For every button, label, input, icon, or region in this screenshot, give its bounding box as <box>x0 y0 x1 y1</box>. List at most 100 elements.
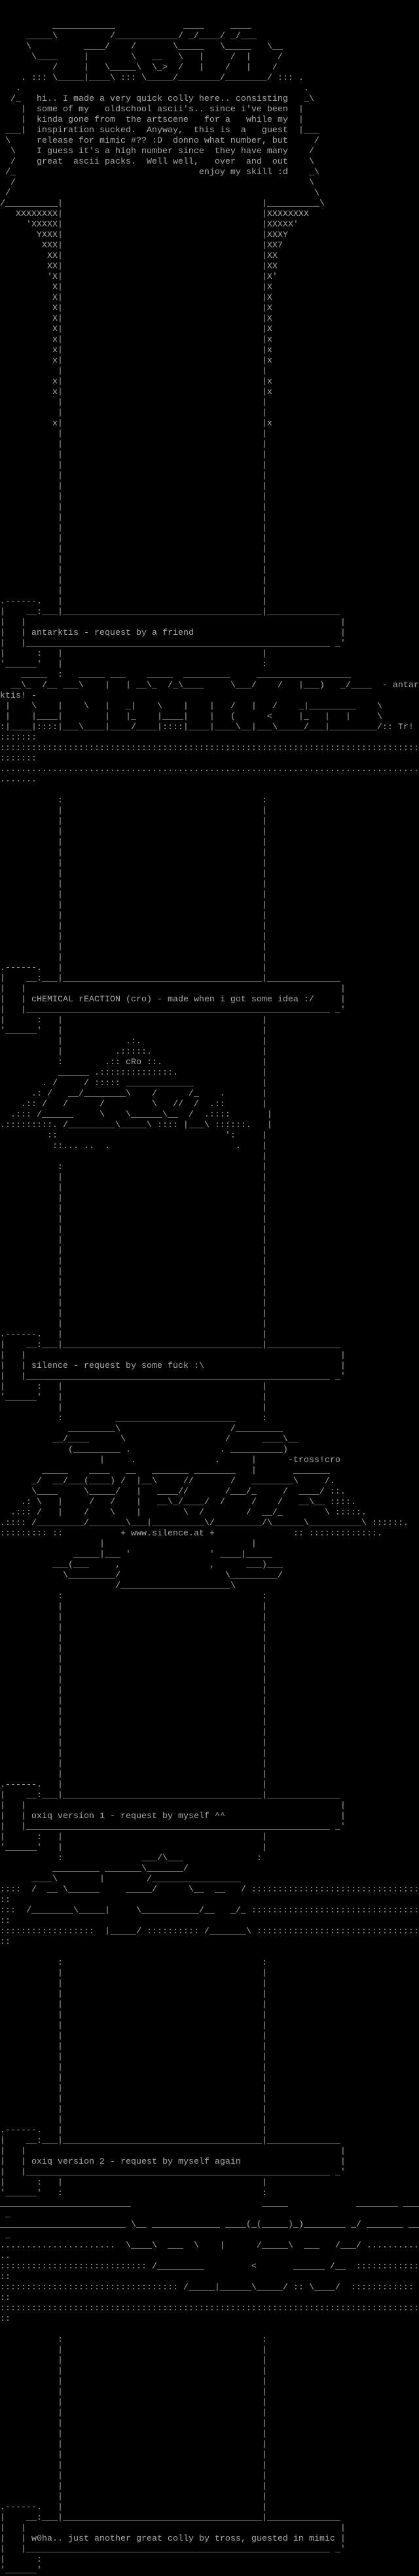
pillar-line: | | <box>0 1319 267 1329</box>
caption-frame-left: | | <box>0 2157 31 2167</box>
ascii-line: x| |x <box>0 356 272 366</box>
pillar-line: | | <box>0 586 267 596</box>
pillar-line: | | <box>0 1267 267 1277</box>
entry-box-top: .------. | || __:___|___________________… <box>0 2126 419 2157</box>
ascii-line: ____________ ____ ____ <box>0 21 251 31</box>
pillar-line: | | <box>0 1644 267 1654</box>
entry-caption-row: | | w0ha.. just another great colly by t… <box>0 2534 419 2545</box>
ascii-line: \ I guess it's a high number since they … <box>0 147 314 156</box>
ascii-line: x| |x <box>0 346 272 355</box>
ascii-line: | | <box>0 408 267 418</box>
pillar-line: | | <box>0 838 267 848</box>
ascii-line: | |_____________________________________… <box>0 1005 346 1015</box>
pillar-line: | | <box>0 1236 267 1245</box>
ascii-line: / | \_____\ \_> / | / | / <box>0 63 278 73</box>
entry-box-top: .------. | || __:___|___________________… <box>0 1780 419 1812</box>
ascii-line: .------. | | <box>0 1330 267 1340</box>
ascii-line: /__________| |__________\ <box>0 199 325 209</box>
entry-caption-line: | | oxiq version 1 - request by myself ^… <box>0 1812 419 1822</box>
ascii-line: :|____|::::|___\____|____/____|::::|____… <box>0 723 414 732</box>
pillar-line: | | <box>0 2042 267 2052</box>
ascii-line: | .:::::. | <box>0 1047 267 1057</box>
pillar-line: | | <box>0 2482 267 2492</box>
pillar-line: | | <box>0 1759 267 1769</box>
ascii-line: : : <box>0 1958 267 1968</box>
ascii-line: | <box>0 1152 267 1162</box>
entry-box-top: .------. | || __:___|___________________… <box>0 2503 419 2534</box>
ascii-line: | .:. | <box>0 1037 267 1046</box>
ascii-line: _________ _______\_______/ <box>0 1864 189 1874</box>
ascii-line: .: / __/________\ / /_ . | <box>0 1089 267 1099</box>
pillar-line: | | <box>0 1288 267 1298</box>
ascii-line: ........................................… <box>0 764 419 774</box>
ascii-line: | : | | <box>0 2178 267 2188</box>
ascii-line: .------. | | <box>0 963 267 973</box>
pillar-line: | | <box>0 932 267 942</box>
ascii-line: 'XXXXX| |XXXXX' <box>0 220 299 230</box>
pillar-line: | | <box>0 1749 267 1759</box>
intro-text: /_ hi.. I made a very quick colly here..… <box>0 94 419 209</box>
ascii-line: : _______________________ : <box>0 1414 267 1423</box>
pillar-line: | | <box>0 2440 267 2450</box>
pillar-line: | | <box>0 2471 267 2481</box>
ascii-line: ....... <box>0 775 37 785</box>
ascii-line: | __:___|_______________________________… <box>0 2136 340 2146</box>
pillar-line: | | <box>0 2031 267 2041</box>
pillar-line: | | <box>0 2398 267 2408</box>
ascii-line: x| |x <box>0 419 272 429</box>
ascii-line: :: <box>0 2272 10 2282</box>
pillar-line: | | <box>0 1717 267 1727</box>
pillar-line: | | <box>0 2052 267 2062</box>
pillar-line: | | <box>0 880 267 889</box>
pillar-line: | | <box>0 2492 267 2502</box>
entry-caption-line: | | cHEMICAL rEACTION (cro) - made when … <box>0 995 419 1005</box>
pillar-line: | | <box>0 2094 267 2104</box>
ascii-line: .::: / | / \ | \ / / __/_ \ :::::. <box>0 1508 367 1518</box>
ascii-line: .------. | | <box>0 597 267 607</box>
pillar-line: | | <box>0 565 267 575</box>
ascii-line: \ ____/ / \_____ \_____ \__ <box>0 42 283 52</box>
pillar-line: | | <box>0 859 267 868</box>
ascii-line: ______ .::::::::::::::. | <box>0 1068 267 1078</box>
entry-box-top: .------. | || __:___|___________________… <box>0 1330 419 1361</box>
pillar-line: | | <box>0 1969 267 1978</box>
pillar-line: | | <box>0 513 267 523</box>
caption-frame-right: | <box>340 628 346 638</box>
ascii-line <box>0 785 419 796</box>
ascii-line: /_ enjoy my skill :d _\ <box>0 168 319 177</box>
entry-caption-line: | | antarktis - request by a friend| <box>0 628 419 639</box>
ascii-line: :::: / __ \______ _____/ \__ __ / ::::::… <box>0 1885 419 1895</box>
pillar-line: | | <box>0 1173 267 1183</box>
entry-box-bottom: | |_____________________________________… <box>0 1822 419 1853</box>
pillar-line: | | <box>0 2450 267 2460</box>
ascii-line: | : | | <box>0 649 267 659</box>
ascii-line <box>0 1948 419 1958</box>
pillar-line: | | <box>0 2408 267 2418</box>
pillar-line: | | <box>0 1309 267 1319</box>
pillar-line: | | <box>0 1613 267 1622</box>
pillar-line: | | <box>0 2419 267 2429</box>
pillar-line: | | <box>0 1979 267 1989</box>
ascii-line: \____ | \ __ \ | / | / <box>0 52 283 62</box>
ascii-line: :: <box>0 1916 10 1926</box>
pillar-line: | | <box>0 1770 267 1780</box>
ascii-line: _________\ /_________ <box>0 1424 283 1434</box>
ascii-line: 'X| |X' <box>0 272 278 282</box>
ascii-line: : : <box>0 1592 267 1601</box>
pillar-line: | | <box>0 1183 267 1193</box>
ascii-line: | : | | <box>0 1016 267 1026</box>
ascii-line: | | | <box>0 984 346 994</box>
ascii-line: . ::: \_____|____\ ::: \_____/________/_… <box>0 73 304 83</box>
caption-frame-right: | <box>340 995 346 1005</box>
ascii-line: | |_____________________________________… <box>0 1822 346 1832</box>
ascii-line: | : | | <box>0 1382 267 1392</box>
ascii-line: '______' | | <box>0 1026 267 1036</box>
ascii-line: | |_____________________________________… <box>0 1372 346 1382</box>
ascii-line: .:: / / / \ // / .:: | <box>0 1100 267 1109</box>
ascii-line <box>0 2325 419 2335</box>
ascii-line: .::: /______ \ \______\__ / .:::: | <box>0 1110 272 1120</box>
ascii-line: . . <box>0 84 309 94</box>
pillar-line: | | <box>0 2377 267 2387</box>
ascii-line <box>0 10 419 21</box>
pillars: XXXXXXXX| |XXXXXXXX 'XXXXX| |XXXXX' YXXX… <box>0 209 419 429</box>
